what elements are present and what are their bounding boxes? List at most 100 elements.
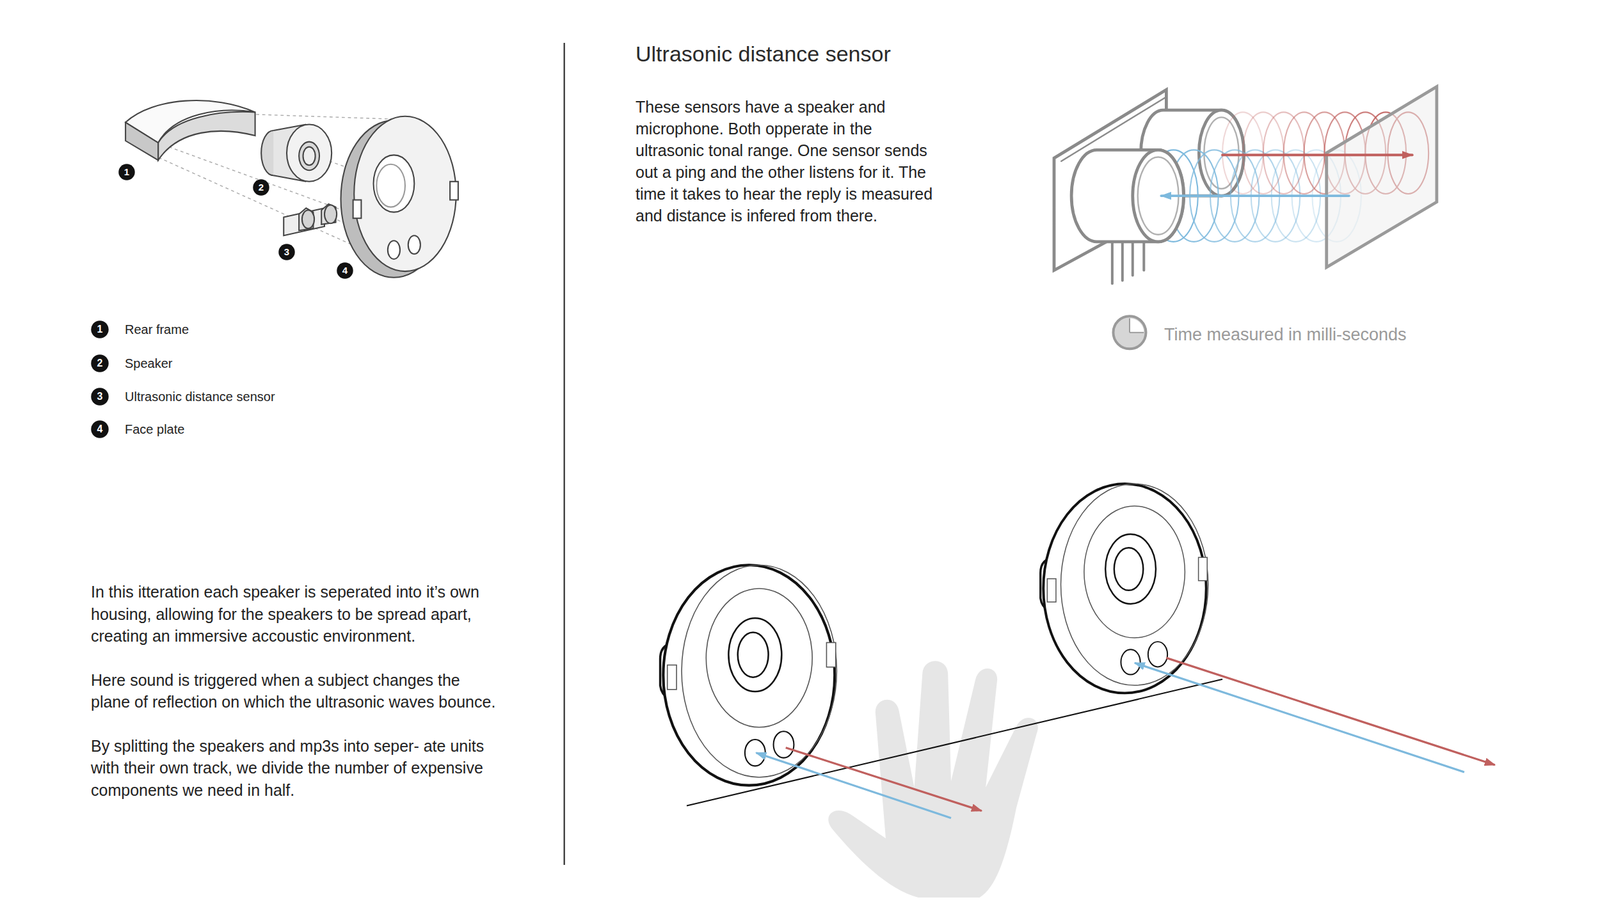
sensor-pins xyxy=(1121,242,1124,281)
face-plate xyxy=(353,200,362,219)
callout-number: 3 xyxy=(278,243,296,261)
rear-frame xyxy=(125,100,255,160)
legend-entry: Rear frame xyxy=(124,320,189,340)
ping-arrow xyxy=(785,748,982,812)
speaker-unit xyxy=(1047,579,1056,603)
echo-arrow xyxy=(755,753,952,819)
ping-arrow xyxy=(1166,657,1495,765)
speaker-unit xyxy=(1120,649,1140,675)
speaker-unit xyxy=(667,665,677,690)
hand xyxy=(828,661,1039,898)
speaker-unit xyxy=(1198,557,1208,581)
rear-frame xyxy=(158,112,255,160)
callout-number: 2 xyxy=(252,179,270,196)
assembly-guide xyxy=(250,114,400,120)
speaker-unit xyxy=(660,565,838,786)
speaker xyxy=(298,142,320,171)
sensor-pins xyxy=(1142,240,1145,271)
part-name: Face plate xyxy=(124,422,185,437)
body-paragraph: Here sound is triggered when a subject c… xyxy=(90,669,501,714)
face-plate xyxy=(353,116,456,272)
speaker-unit xyxy=(681,565,837,778)
exploded-view xyxy=(125,100,459,278)
callout-number: 4 xyxy=(336,262,354,280)
body-paragraph: In this itteration each speaker is seper… xyxy=(90,581,501,648)
sensor-illustration xyxy=(1054,87,1437,285)
callout-circle xyxy=(252,179,269,196)
speaker xyxy=(261,124,332,182)
callout-circle xyxy=(278,243,295,260)
ping-arrow xyxy=(1222,153,1413,157)
face-plate xyxy=(376,164,406,208)
clock-icon xyxy=(1112,316,1146,349)
callout-number: 1 xyxy=(90,320,109,339)
callout-number: 3 xyxy=(90,387,109,406)
sensor-pins xyxy=(1112,240,1144,284)
callout-circle xyxy=(118,163,135,180)
callout-number: 3 xyxy=(90,387,109,406)
page-title: Ultrasonic distance sensor xyxy=(635,40,891,67)
face-plate xyxy=(408,235,421,255)
description-text: These sensors have a speaker and microph… xyxy=(635,96,937,227)
face-plate xyxy=(373,154,415,212)
legend-entry: Speaker xyxy=(124,353,173,374)
speaker-unit xyxy=(1148,641,1168,667)
speaker-unit xyxy=(744,739,766,767)
callout-number: 1 xyxy=(118,163,136,181)
legend-entry: Face plate xyxy=(124,419,185,440)
rear-frame xyxy=(125,122,159,160)
callout-number: 3 xyxy=(278,243,296,261)
callout-number: 2 xyxy=(90,354,109,373)
echo-arrow xyxy=(1134,663,1465,773)
part-name: Speaker xyxy=(124,356,173,371)
clock-icon xyxy=(1129,332,1144,334)
callout-circle xyxy=(90,420,109,438)
callout-number: 2 xyxy=(252,179,270,196)
legend-entry: Ultrasonic distance sensor xyxy=(124,387,276,407)
callout-number: 4 xyxy=(336,262,354,280)
icon-caption: Time measured in milli-seconds xyxy=(1164,323,1407,347)
callout-circle xyxy=(90,387,109,406)
echo-arrow xyxy=(1160,194,1349,198)
clock-icon xyxy=(1128,318,1131,333)
clock-icon xyxy=(1129,318,1144,333)
speaker-unit xyxy=(773,731,795,758)
speaker-unit xyxy=(1105,534,1156,605)
sensor-pins xyxy=(1131,242,1135,276)
part-name: Ultrasonic distance sensor xyxy=(124,389,276,404)
callout-number: 4 xyxy=(90,420,109,439)
speaker-unit xyxy=(1114,547,1144,591)
callout-circle xyxy=(90,320,109,338)
face-plate xyxy=(449,181,459,201)
face-plate xyxy=(387,240,400,260)
ultrasonic-sensor xyxy=(302,209,315,229)
speaker-unit xyxy=(728,618,782,692)
callout-circle xyxy=(336,262,353,279)
speaker xyxy=(286,124,332,182)
face-plate xyxy=(341,116,459,278)
speaker-unit xyxy=(826,642,836,667)
reflection-plane xyxy=(1326,87,1437,268)
callout-number: 1 xyxy=(90,320,109,339)
column-divider xyxy=(563,42,566,866)
speaker-unit xyxy=(1061,483,1209,686)
speaker-unit xyxy=(1040,483,1209,694)
ultrasonic-sensor xyxy=(283,204,337,236)
callout-number: 4 xyxy=(90,420,109,439)
speaker-unit xyxy=(737,632,769,678)
scene-illustration xyxy=(660,483,1496,898)
callout-circle xyxy=(90,354,109,372)
speaker-unit xyxy=(1084,506,1186,639)
ultrasonic-sensor xyxy=(283,208,325,236)
body-paragraph: By splitting the speakers and mp3s into … xyxy=(90,735,501,802)
clock-icon xyxy=(1112,316,1146,349)
speaker-unit xyxy=(705,588,813,728)
receiver-cylinder xyxy=(1203,117,1239,189)
part-name: Rear frame xyxy=(124,322,189,337)
callout-number: 2 xyxy=(90,354,109,373)
speaker xyxy=(303,147,316,166)
sensor-pins xyxy=(1111,242,1114,284)
